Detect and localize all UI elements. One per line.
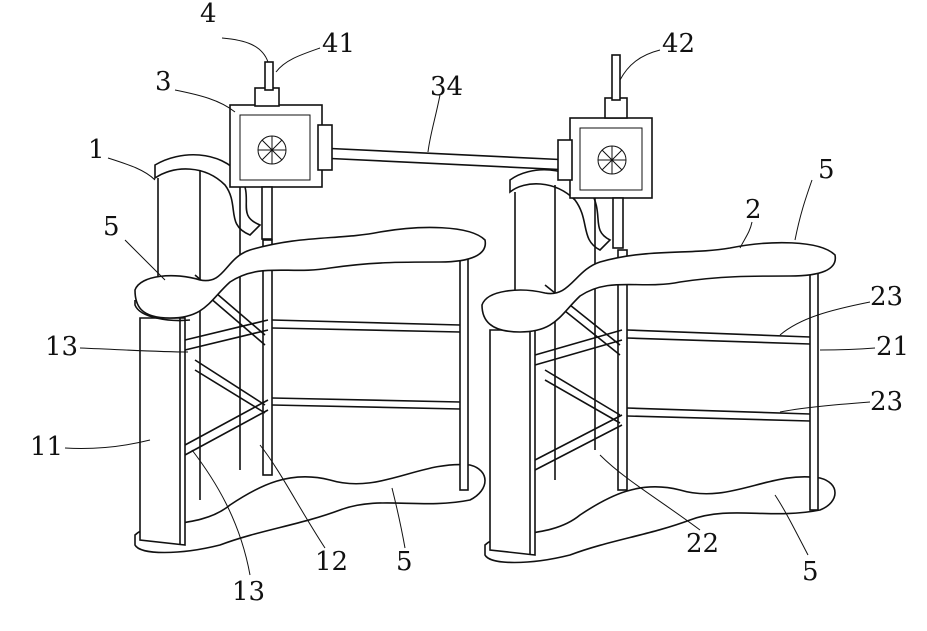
connecting-shaft xyxy=(320,148,570,170)
label-1: 1 xyxy=(88,135,105,165)
label-12: 12 xyxy=(315,547,348,577)
label-23-lower: 23 xyxy=(870,387,903,417)
label-22: 22 xyxy=(686,529,719,559)
label-4: 4 xyxy=(200,0,217,29)
label-2: 2 xyxy=(745,195,762,225)
label-5-top-right: 5 xyxy=(818,155,835,185)
label-23-upper: 23 xyxy=(870,282,903,312)
label-5-bottom-left: 5 xyxy=(396,547,413,577)
label-21: 21 xyxy=(876,332,909,362)
right-turbine-unit xyxy=(482,55,835,563)
label-13-upper: 13 xyxy=(45,332,78,362)
label-11: 11 xyxy=(30,432,63,462)
label-5-top-left: 5 xyxy=(103,212,120,242)
label-3: 3 xyxy=(155,67,172,97)
label-5-bottom-right: 5 xyxy=(802,557,819,587)
label-13-lower: 13 xyxy=(232,577,265,607)
label-42: 42 xyxy=(662,29,695,59)
label-41: 41 xyxy=(322,29,355,59)
left-turbine-unit xyxy=(135,62,485,553)
label-34: 34 xyxy=(430,72,463,102)
